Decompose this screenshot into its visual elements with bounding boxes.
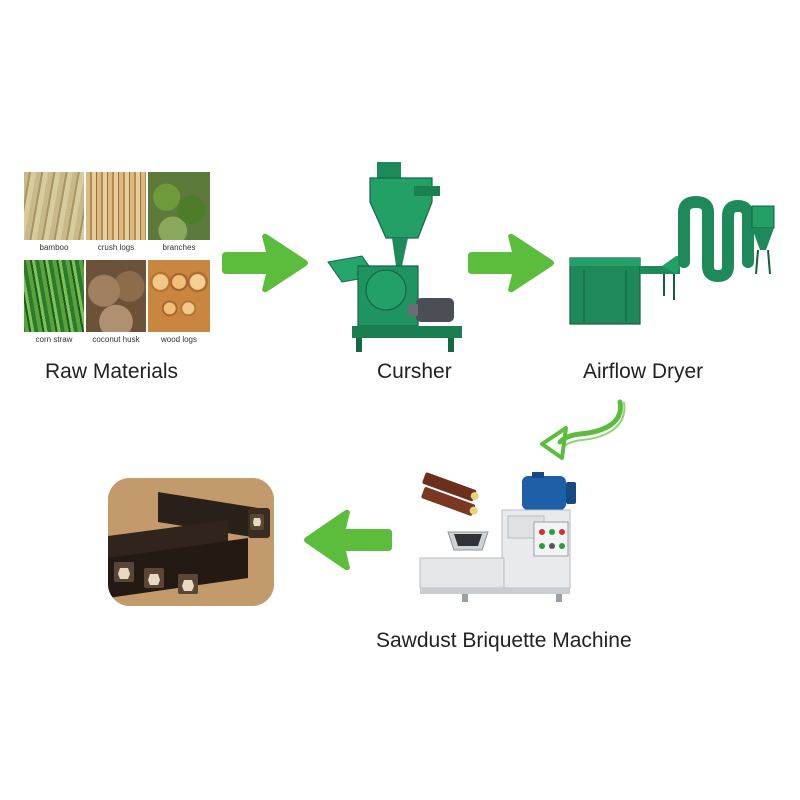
briquette-machine <box>418 466 588 606</box>
briquette-machine-label: Sawdust Briquette Machine <box>376 629 632 653</box>
left-arrow-icon <box>300 508 392 572</box>
airflow-dryer-label: Airflow Dryer <box>583 360 703 384</box>
crusher-machine <box>322 158 462 356</box>
airflow-dryer-machine <box>566 196 786 336</box>
briquette-product-image <box>108 478 274 606</box>
tile-label: wood logs <box>148 332 210 348</box>
tile-coconut-husk: coconut husk <box>86 260 146 348</box>
raw-materials-label: Raw Materials <box>45 360 178 384</box>
tile-label: corn straw <box>24 332 84 348</box>
tile-label: coconut husk <box>86 332 146 348</box>
tile-label: crush logs <box>86 240 146 256</box>
tile-label: branches <box>148 240 210 256</box>
right-arrow-icon <box>468 232 558 294</box>
tile-branches: branches <box>148 172 210 256</box>
raw-materials-collage: bamboo crush logs branches corn straw co… <box>24 172 210 348</box>
tile-bamboo: bamboo <box>24 172 84 256</box>
curved-arrow-icon <box>532 398 632 464</box>
tile-label: bamboo <box>24 240 84 256</box>
crusher-label: Cursher <box>377 360 452 384</box>
tile-crush-logs: crush logs <box>86 172 146 256</box>
right-arrow-icon <box>222 232 312 294</box>
tile-wood-logs: wood logs <box>148 260 210 348</box>
tile-corn-straw: corn straw <box>24 260 84 348</box>
